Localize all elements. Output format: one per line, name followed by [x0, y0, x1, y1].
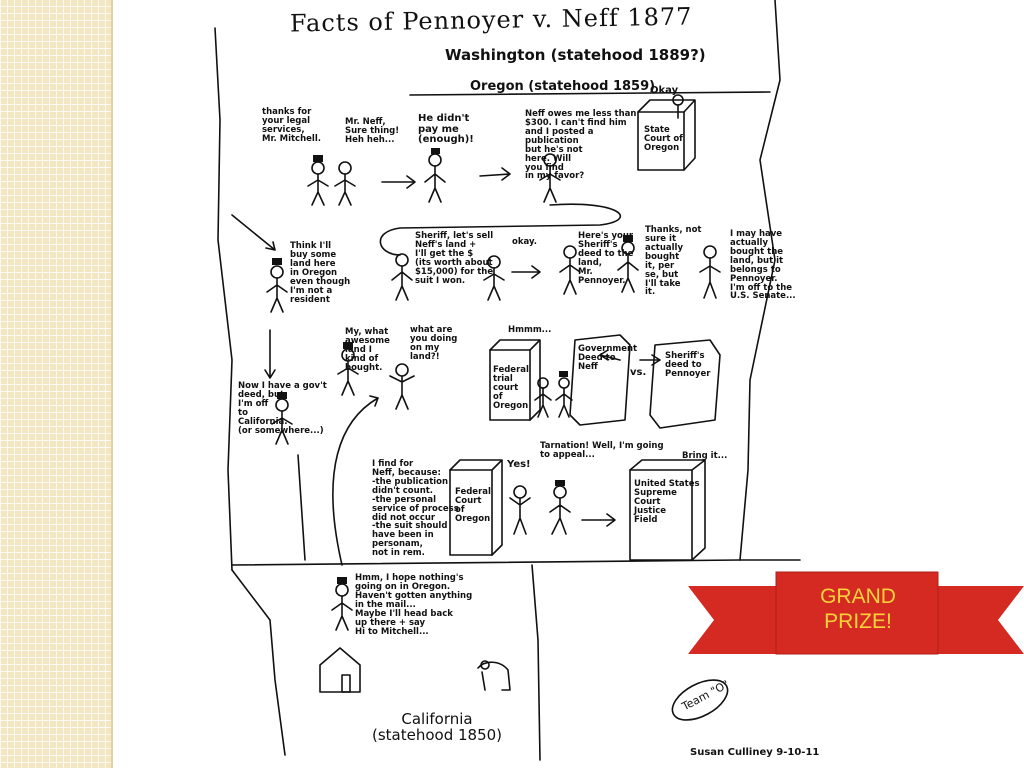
caption-us-senate: I may have actually bought the land, but… — [730, 229, 796, 302]
deed-government: Government Deed to Neff — [578, 344, 638, 372]
court-federal-oregon: Federal Court of Oregon — [455, 487, 491, 524]
caption-what-doing: what are you doing on my land?! — [410, 325, 458, 362]
caption-tarnation: Tarnation! Well, I'm going to appeal... — [540, 441, 664, 460]
court-us-supreme: United States Supreme Court Justice Fiel… — [634, 479, 700, 525]
caption-sure-thing: Mr. Neff, Sure thing! Heh heh... — [345, 117, 400, 145]
versus-label: vs. — [630, 367, 647, 378]
deed-sheriff: Sheriff's deed to Pennoyer — [665, 351, 711, 379]
caption-neff-owes: Neff owes me less than $300. I can't fin… — [525, 109, 637, 182]
caption-hmmm: Hmmm... — [508, 325, 552, 335]
caption-sheriffs-deed: Here's your Sheriff's deed to the land, … — [578, 231, 634, 286]
caption-awesome-land: My, what awesome land I kind of bought. — [345, 327, 390, 373]
decorative-sidebar — [0, 0, 113, 768]
caption-okay-2: okay. — [512, 237, 537, 247]
caption-thanks-not-sure: Thanks, not sure it actually bought it, … — [645, 225, 702, 298]
grand-prize-text: GRAND PRIZE! — [820, 585, 896, 634]
caption-buy-land: Think I'll buy some land here in Oregon … — [290, 241, 351, 305]
caption-bring-it: Bring it... — [682, 451, 728, 461]
court-state-oregon: State Court of Oregon — [644, 125, 683, 153]
caption-yes: Yes! — [507, 459, 531, 470]
court-federal-trial: Federal trial court of Oregon — [493, 365, 529, 411]
oregon-label: Oregon (statehood 1859) — [470, 79, 656, 94]
comic-drawing: Facts of Pennoyer v. Neff 1877 Washingto… — [120, 0, 900, 768]
comic-lines — [214, 0, 801, 761]
caption-thanks: thanks for your legal services, Mr. Mitc… — [262, 107, 321, 144]
caption-didnt-pay: He didn't pay me (enough)! — [418, 113, 474, 145]
sidebar-edge — [111, 0, 113, 768]
caption-gov-deed: Now I have a gov't deed, but I'm off to … — [238, 381, 327, 436]
washington-label: Washington (statehood 1889?) — [445, 46, 706, 64]
caption-sheriff-sell: Sheriff, let's sell Neff's land + I'll g… — [415, 231, 494, 286]
grand-prize-banner — [688, 571, 1024, 655]
signature: Susan Culliney 9-10-11 — [690, 747, 820, 758]
caption-hope-nothing: Hmm, I hope nothing's going on in Oregon… — [355, 573, 473, 637]
caption-find-for-neff: I find for Neff, because: -the publicati… — [372, 459, 459, 559]
california-label: California (statehood 1850) — [372, 710, 503, 744]
caption-okay: Okay — [650, 85, 679, 96]
